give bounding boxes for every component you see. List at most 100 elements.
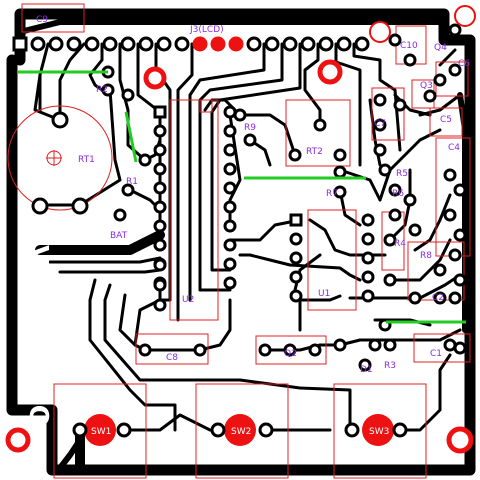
right-column-pad xyxy=(373,143,387,157)
u1-pad xyxy=(289,251,303,265)
label-c2: C2 xyxy=(432,293,444,303)
mounting-hole xyxy=(454,5,476,27)
sw1-outline xyxy=(53,383,147,479)
label-r7: R7 xyxy=(326,189,338,199)
sw1-label: SW1 xyxy=(91,427,111,437)
u2-outline xyxy=(169,99,219,321)
u2-pad xyxy=(223,162,237,176)
right-column-pad xyxy=(368,338,382,352)
component-pads xyxy=(31,23,467,372)
right-column-pad xyxy=(453,183,467,197)
jumper-wires xyxy=(18,70,466,324)
label-d1: D1 xyxy=(360,365,373,375)
mounting-hole xyxy=(369,21,391,43)
u1-outline xyxy=(307,209,357,311)
u1-pad xyxy=(289,270,303,284)
label-r4: R4 xyxy=(394,239,406,249)
right-column-pad xyxy=(373,93,387,107)
header-pads xyxy=(12,36,370,52)
left-pad xyxy=(153,278,167,292)
c7-outline xyxy=(371,87,405,141)
right-column-pad xyxy=(388,208,402,222)
right-column-pad xyxy=(448,291,462,305)
right-column-pad xyxy=(388,183,402,197)
u1-pad xyxy=(289,232,303,246)
header-pad xyxy=(210,36,226,52)
right-column-pad xyxy=(408,291,422,305)
button-sw3: SW3 xyxy=(344,414,408,446)
right-column-pad xyxy=(383,273,397,287)
u2-pad xyxy=(153,143,167,157)
sw3-red-pad xyxy=(362,414,394,446)
right-column-pad xyxy=(408,223,422,237)
right-column-pad xyxy=(393,98,407,112)
right-column-pad xyxy=(373,118,387,132)
u1-pad xyxy=(361,213,375,227)
label-u1: U1 xyxy=(318,289,330,299)
label-q3: Q3 xyxy=(420,81,433,91)
label-u2: U2 xyxy=(182,295,194,305)
sw2-outline xyxy=(195,383,289,479)
u2-pad xyxy=(223,257,237,271)
u1-pad xyxy=(361,270,375,284)
label-c9: C9 xyxy=(36,15,48,25)
header-pad xyxy=(138,36,154,52)
r9-pad xyxy=(243,133,257,147)
r7-pad xyxy=(333,185,347,199)
q2-pad xyxy=(283,343,297,357)
right-column-pad xyxy=(443,208,457,222)
right-column-pad xyxy=(433,263,447,277)
header-pad-1 xyxy=(12,36,28,52)
mounting-hole xyxy=(143,66,167,90)
u2-pad xyxy=(153,200,167,214)
header-pad xyxy=(66,36,82,52)
u2-pad xyxy=(223,219,237,233)
header-pad xyxy=(300,36,316,52)
header-pad xyxy=(246,36,262,52)
rt2-pad xyxy=(313,118,327,132)
header-pad xyxy=(318,36,334,52)
u1-pad xyxy=(361,232,375,246)
u2-pad xyxy=(153,181,167,195)
right-column-pad xyxy=(443,338,457,352)
right-column-pad xyxy=(443,168,457,182)
right-column-pad xyxy=(433,291,447,305)
c9-outline xyxy=(21,3,85,33)
u2-pad xyxy=(153,219,167,233)
q2-pad xyxy=(258,343,272,357)
q2-pad xyxy=(308,343,322,357)
board-silk-text: VDIIDX PRO xyxy=(23,245,53,428)
right-column-pad xyxy=(403,53,417,67)
mounting-hole xyxy=(317,59,343,85)
label-rt1: RT1 xyxy=(78,155,95,165)
bat-pad xyxy=(113,208,127,222)
header-pad xyxy=(174,36,190,52)
c8-outline xyxy=(135,333,209,365)
label-c1: C1 xyxy=(430,349,442,359)
board-silk-text-group: VDIIDX PRO xyxy=(23,245,53,428)
left-pad xyxy=(153,298,167,312)
component-labels: C9 J3(LCD) C10 Q4 C6 Q3 C7 C5 C4 RT1 R9 … xyxy=(36,15,470,375)
label-c8: C8 xyxy=(166,353,178,363)
component-outlines xyxy=(7,3,471,479)
u1-pad xyxy=(361,251,375,265)
rt2-pad xyxy=(333,148,347,162)
u2-pad xyxy=(153,105,167,119)
c1-outline xyxy=(413,333,471,363)
r3-pad xyxy=(358,358,372,372)
u2-pad xyxy=(153,124,167,138)
header-pad xyxy=(228,36,244,52)
u2-pad xyxy=(223,238,237,252)
d1-pad xyxy=(333,338,347,352)
u2-pad xyxy=(223,181,237,195)
label-r5: R5 xyxy=(396,169,408,179)
right-column-pad xyxy=(388,33,402,47)
header-pad xyxy=(48,36,64,52)
r2-pad xyxy=(101,83,115,97)
header-pad xyxy=(120,36,136,52)
r1-pad xyxy=(121,183,135,197)
sw1-red-pad xyxy=(84,414,116,446)
c8-pad xyxy=(138,343,152,357)
right-column-pad xyxy=(453,273,467,287)
